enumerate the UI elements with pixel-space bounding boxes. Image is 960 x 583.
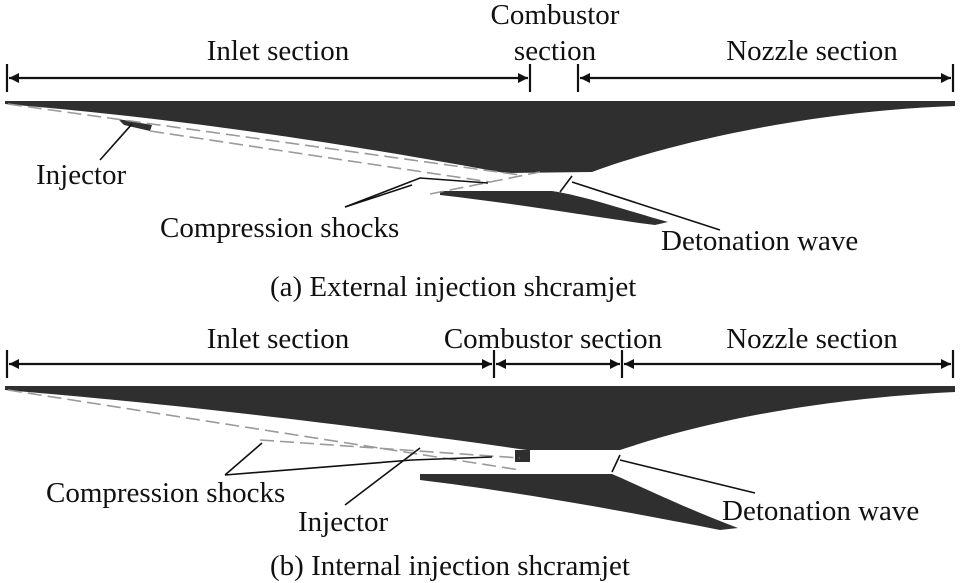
panel-a-nozzle-dimension: [576, 64, 955, 92]
panel-b-compression-shock-1: [7, 389, 521, 471]
panel-a-combustor-label-line1: Combustor: [491, 0, 620, 31]
panel-b-detonation-leader: [619, 459, 756, 494]
panel-a-compression-shock-1: [7, 103, 521, 176]
panel-a-injector-strut: [118, 119, 152, 131]
panel-a-inlet-dimension: [5, 64, 532, 92]
panel-a-inlet-label: Inlet section: [207, 35, 350, 67]
panel-b-combustor-label: Combustor section: [444, 323, 663, 355]
panel-a: Inlet section Combustor section Nozzle s…: [5, 0, 955, 303]
panel-b-injector-step: [515, 450, 530, 462]
panel-b-combustor-dimension: [496, 350, 624, 378]
panel-b-injector-label: Injector: [298, 506, 389, 538]
panel-a-nozzle-label: Nozzle section: [726, 35, 898, 67]
panel-b-shocks-leader-1: [224, 442, 263, 476]
panel-a-compression-shock-3: [429, 171, 541, 195]
panel-a-lower-cowl: [440, 191, 668, 225]
panel-a-detonation-label: Detonation wave: [661, 225, 858, 257]
panel-a-detonation-leader: [571, 181, 721, 231]
panel-b-injector-leader: [344, 447, 421, 506]
panel-b-detonation-label: Detonation wave: [722, 495, 919, 527]
panel-b-lower-cowl: [420, 474, 738, 530]
panel-a-shocks-leader-2: [344, 177, 489, 208]
panel-a-combustor-label-line2: section: [514, 35, 597, 67]
panel-a-shocks-label: Compression shocks: [160, 212, 399, 244]
panel-b: Inlet section Combustor section Nozzle s…: [5, 323, 955, 582]
panel-b-detonation-wave-line: [611, 454, 621, 473]
panel-b-shocks-label: Compression shocks: [46, 477, 285, 509]
panel-a-injector-leader: [99, 123, 133, 161]
panel-a-compression-shock-2: [149, 130, 491, 183]
panel-b-caption: (b) Internal injection shcramjet: [270, 550, 630, 582]
panel-a-detonation-wave-line: [559, 175, 573, 193]
panel-b-inlet-label: Inlet section: [207, 323, 350, 355]
panel-a-injector-label: Injector: [36, 159, 127, 191]
panel-a-caption: (a) External injection shcramjet: [270, 271, 636, 303]
panel-b-shocks-leader-2: [224, 456, 493, 476]
panel-b-compression-shock-2: [259, 439, 521, 459]
panel-a-upper-body: [5, 101, 955, 173]
panel-b-nozzle-dimension: [624, 350, 955, 378]
panel-b-inlet-dimension: [5, 350, 496, 378]
panel-b-nozzle-label: Nozzle section: [726, 323, 898, 355]
panel-b-upper-body: [5, 386, 955, 450]
